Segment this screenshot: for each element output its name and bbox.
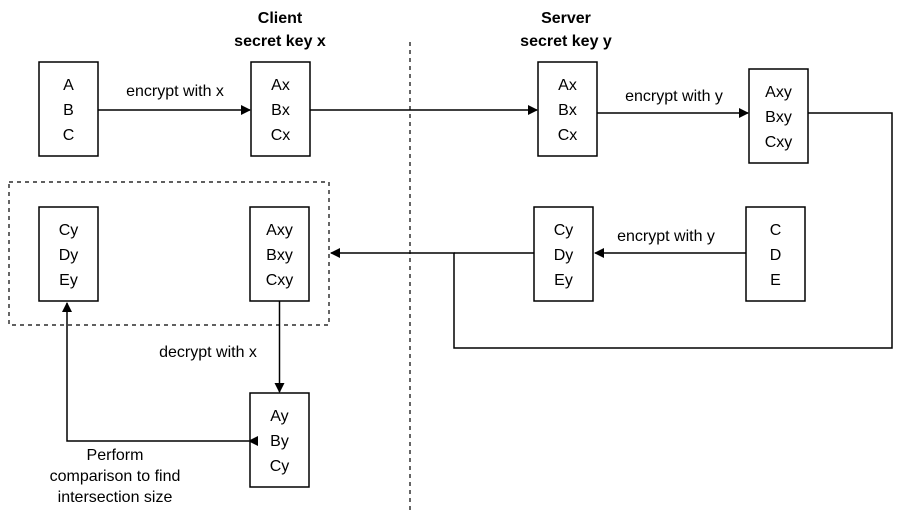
server-subtitle: secret key y [520, 33, 612, 50]
client-decrypted-box: Ay By Cy [249, 392, 310, 488]
svg-text:Ax: Ax [558, 77, 577, 94]
client-received-group [8, 181, 330, 326]
server-input-box: C D E [745, 206, 806, 302]
label-encrypt-x: encrypt with x [126, 83, 224, 100]
svg-text:Cx: Cx [558, 127, 578, 144]
client-received-xy-box: Axy Bxy Cxy [249, 206, 310, 302]
svg-text:Bx: Bx [558, 102, 577, 119]
svg-text:E: E [770, 272, 781, 289]
svg-text:By: By [270, 433, 289, 450]
label-compare-line-2: comparison to find [50, 468, 181, 485]
svg-text:Cy: Cy [59, 222, 79, 239]
svg-text:Cy: Cy [270, 458, 290, 475]
svg-text:B: B [63, 102, 74, 119]
label-compare-line-3: intersection size [58, 489, 173, 506]
svg-text:Cy: Cy [554, 222, 574, 239]
label-decrypt-x: decrypt with x [159, 344, 257, 361]
svg-text:Cx: Cx [271, 127, 291, 144]
server-encrypted-xy-box: Axy Bxy Cxy [748, 68, 809, 164]
compare-label-background [32, 444, 204, 506]
arrow-return-xy-to-client [330, 112, 893, 349]
svg-text:Ax: Ax [271, 77, 290, 94]
svg-text:Cxy: Cxy [266, 272, 294, 289]
svg-text:Ay: Ay [270, 408, 288, 425]
server-title: Server [541, 10, 591, 27]
svg-text:C: C [770, 222, 782, 239]
label-encrypt-y-bottom: encrypt with y [617, 228, 715, 245]
svg-text:Axy: Axy [765, 84, 792, 101]
svg-text:Bxy: Bxy [765, 109, 792, 126]
svg-text:A: A [63, 77, 74, 94]
label-compare-line-1: Perform [87, 447, 144, 464]
svg-text:Ey: Ey [59, 272, 78, 289]
svg-text:Ey: Ey [554, 272, 573, 289]
svg-text:Axy: Axy [266, 222, 293, 239]
client-input-box: A B C [38, 61, 99, 157]
server-received-x-box: Ax Bx Cx [537, 61, 598, 157]
client-encrypted-x-box: Ax Bx Cx [250, 61, 311, 157]
client-received-y-box: Cy Dy Ey [38, 206, 99, 302]
arrow-compare [62, 302, 258, 446]
svg-text:Cxy: Cxy [765, 134, 793, 151]
svg-text:Bx: Bx [271, 102, 290, 119]
server-encrypted-y-box: Cy Dy Ey [533, 206, 594, 302]
svg-text:Dy: Dy [59, 247, 79, 264]
client-subtitle: secret key x [234, 33, 326, 50]
svg-text:Dy: Dy [554, 247, 574, 264]
svg-text:D: D [770, 247, 782, 264]
client-title: Client [258, 10, 303, 27]
label-encrypt-y-top: encrypt with y [625, 88, 723, 105]
svg-text:Bxy: Bxy [266, 247, 293, 264]
svg-text:C: C [63, 127, 75, 144]
